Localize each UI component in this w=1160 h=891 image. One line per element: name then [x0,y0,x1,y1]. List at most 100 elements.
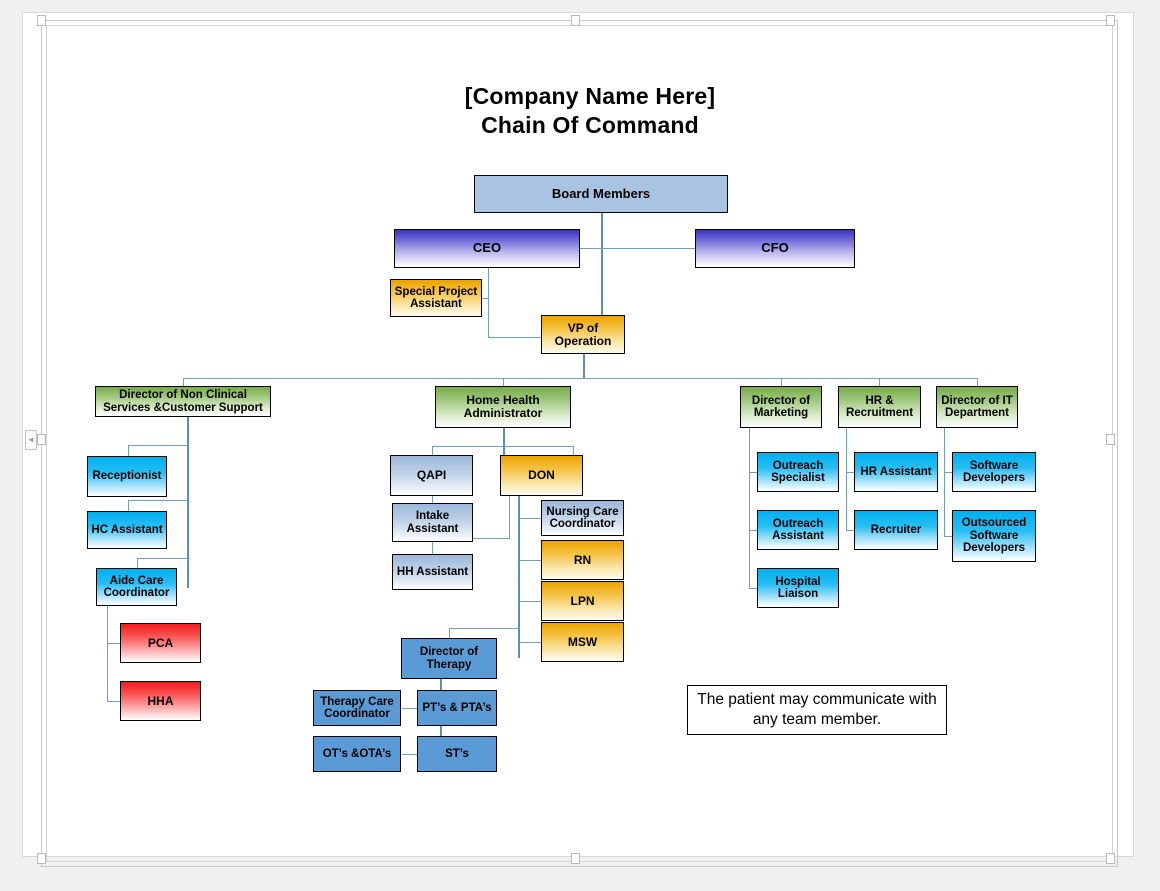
resize-handle-top-right[interactable] [1106,15,1115,26]
resize-handle-bottom-center[interactable] [571,853,580,864]
org-node-outspec[interactable]: Outreach Specialist [757,452,839,492]
org-node-label: LPN [570,593,595,608]
org-node-label: Therapy Care Coordinator [320,695,394,720]
org-node-pca[interactable]: PCA [120,623,201,663]
resize-handle-bottom-right[interactable] [1106,853,1115,864]
resize-handle-mid-right[interactable] [1106,434,1115,445]
org-node-label: CEO [472,240,502,256]
org-node-label: Nursing Care Coordinator [546,505,619,530]
connector-hhaadmin-down [503,428,505,456]
connector-board-cfo [601,248,696,249]
org-node-vp[interactable]: VP of Operation [541,315,625,354]
collapse-panel-arrow-icon[interactable]: ◄ [25,430,37,450]
org-node-hrrec[interactable]: HR & Recruitment [838,386,921,428]
org-node-dirnc[interactable]: Director of Non Clinical Services &Custo… [95,386,271,417]
org-node-swdev[interactable]: Software Developers [952,452,1036,492]
org-node-dirmkt[interactable]: Director of Marketing [740,386,822,428]
org-node-ceo[interactable]: CEO [394,229,580,268]
connector-dirit-trunk [944,428,945,536]
org-node-hrassist[interactable]: HR Assistant [854,452,938,492]
org-node-ncc[interactable]: Nursing Care Coordinator [541,500,624,536]
org-node-hha[interactable]: HHA [120,681,201,721]
connector-qapi-side [509,496,510,539]
org-node-board[interactable]: Board Members [474,175,728,213]
resize-handle-top-left[interactable] [37,15,46,26]
org-node-label: Intake Assistant [406,510,459,535]
org-node-label: Director of IT Department [941,394,1013,419]
org-node-label: OT’s &OTA’s [322,747,392,760]
connector-bus-dirmkt [781,378,782,387]
org-node-hhassist[interactable]: HH Assistant [392,554,473,590]
org-node-tcc[interactable]: Therapy Care Coordinator [313,690,401,726]
connector-intake-to-trunk [473,538,509,539]
org-node-hha_admin[interactable]: Home Health Administrator [435,386,571,428]
connector-dirit-outswdev [944,536,953,537]
resize-handle-mid-left[interactable] [37,434,46,445]
org-node-intake[interactable]: Intake Assistant [392,503,473,542]
connector-hhaadmin-don [573,446,574,456]
connector-board-ceo [580,248,602,249]
connector-dirnc-hcassist-h [128,500,188,501]
connector-dirmkt-outassist [749,530,758,531]
chart-title: [Company Name Here] Chain Of Command [330,82,850,140]
org-node-outassist[interactable]: Outreach Assistant [757,510,839,550]
connector-ceo-spa [481,298,489,299]
org-node-outswdev[interactable]: Outsourced Software Developers [952,510,1036,562]
org-node-rn[interactable]: RN [541,540,624,580]
connector-ceo-vp [488,337,542,338]
connector-dirnc-aidecare-v [137,558,138,569]
chart-title-line1: [Company Name Here] [464,83,716,109]
org-node-aidecare[interactable]: Aide Care Coordinator [96,568,177,606]
org-node-label: DON [528,468,555,483]
org-node-label: Recruiter [870,523,922,536]
org-node-label: Outreach Specialist [771,459,825,484]
org-node-dirit[interactable]: Director of IT Department [936,386,1018,428]
org-node-label: Home Health Administrator [463,393,543,420]
org-node-lpn[interactable]: LPN [541,581,624,621]
org-node-label: PCA [147,635,174,650]
org-node-hosplia[interactable]: Hospital Liaison [757,568,839,608]
org-node-dirtherapy[interactable]: Director of Therapy [401,638,497,679]
connector-hhaadmin-bus [432,446,574,447]
org-node-label: ST’s [445,747,469,760]
org-node-label: Outreach Assistant [772,517,824,542]
connector-qapi-intake [432,496,433,504]
connector-dirnc-recept-v [128,445,129,457]
connector-hrrec-hrassist [846,472,855,473]
org-node-otota[interactable]: OT’s &OTA’s [313,736,401,772]
connector-dirtherapy-up [449,628,450,639]
connector-hhaadmin-qapi [432,446,433,456]
connector-don-trunk [518,496,520,658]
org-node-st[interactable]: ST’s [417,736,497,772]
connector-ceo-down [488,268,489,338]
connector-dirnc-hcassist-v [128,500,129,512]
connector-bus-dirit [977,378,978,387]
connector-dirmkt-outspec [749,472,758,473]
org-node-label: QAPI [416,468,447,483]
connector-dirnc-recept-h [128,445,188,446]
connector-dirnc-trunk [187,417,189,588]
connector-board-trunk [601,213,603,315]
page-sheet [22,12,1134,857]
org-node-label: Special Project Assistant [394,285,478,310]
org-node-label: Receptionist [92,470,162,483]
resize-handle-bottom-left[interactable] [37,853,46,864]
org-node-recept[interactable]: Receptionist [87,456,167,497]
org-node-recruiter[interactable]: Recruiter [854,510,938,550]
org-node-ptpta[interactable]: PT’s & PTA’s [417,690,497,726]
org-node-don[interactable]: DON [500,455,583,496]
connector-dirmkt-trunk [749,428,750,588]
org-node-label: Director of Therapy [419,646,479,671]
connector-vp-down [583,354,585,378]
connector-main-bus [183,378,978,379]
connector-aidecare-pca [107,643,121,644]
org-node-spa[interactable]: Special Project Assistant [390,279,482,317]
org-node-qapi[interactable]: QAPI [390,455,473,496]
org-node-cfo[interactable]: CFO [695,229,855,268]
resize-handle-top-center[interactable] [571,15,580,26]
org-node-label: RN [573,552,592,567]
org-node-msw[interactable]: MSW [541,622,624,662]
org-node-label: HC Assistant [91,523,163,536]
connector-intake-hhassist [432,542,433,555]
org-node-hcassist[interactable]: HC Assistant [87,511,167,549]
